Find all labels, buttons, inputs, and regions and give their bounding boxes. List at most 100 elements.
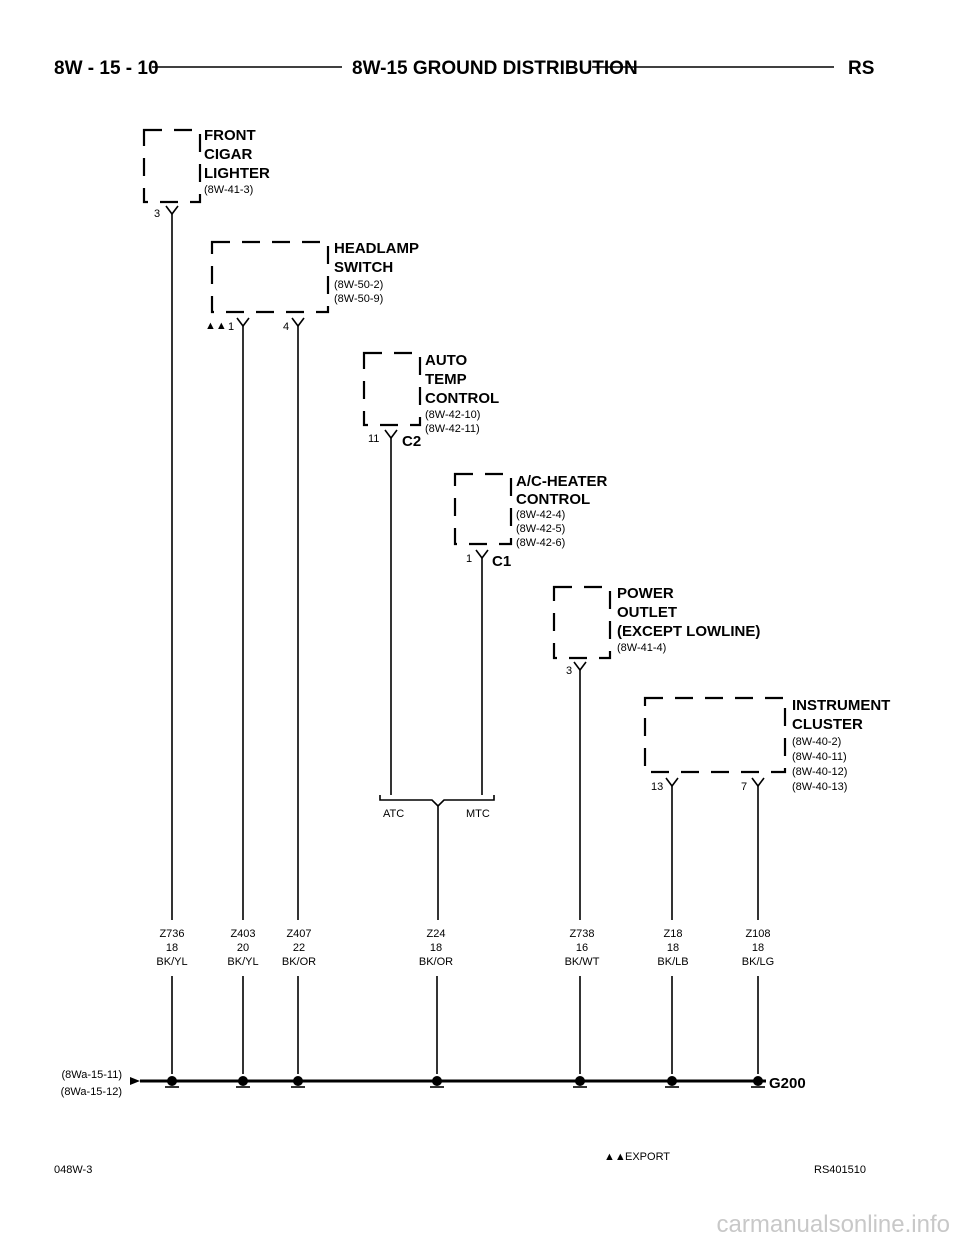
component-box: [643, 696, 787, 774]
component-title: FRONT: [204, 127, 256, 144]
wire-color: BK/LB: [657, 956, 688, 968]
wire-circuit: Z738: [569, 928, 594, 940]
component-ac-heater-control: A/C-HEATER CONTROL (8W-42-4) (8W-42-5) (…: [453, 472, 608, 570]
component-box: [362, 351, 422, 427]
off-page-arrow-icon: [130, 1077, 140, 1085]
wire-gauge: 18: [667, 942, 679, 954]
watermark: carmanualsonline.info: [717, 1211, 950, 1238]
component-title: CIGAR: [204, 146, 253, 163]
page-reference: (8W-41-3): [204, 184, 253, 196]
splice-dot-icon: [753, 1076, 763, 1086]
pin-number: 13: [651, 781, 663, 793]
pin-number: 7: [741, 781, 747, 793]
wire-runs: ATC MTC: [171, 214, 759, 920]
component-title: CONTROL: [425, 390, 499, 407]
wire-circuit: Z736: [159, 928, 184, 940]
connector-pin-icon: [384, 429, 398, 440]
pin-number: 1: [466, 553, 472, 565]
page-reference: (8W-40-2): [792, 736, 841, 748]
splice-dots: [165, 1076, 765, 1088]
page-reference: (8W-50-9): [334, 293, 383, 305]
wire-gauge: 22: [293, 942, 305, 954]
ground-reference: (8Wa-15-12): [61, 1086, 122, 1098]
connector-pin-icon: [165, 205, 179, 216]
component-title: INSTRUMENT: [792, 697, 890, 714]
page-reference: (8W-50-2): [334, 279, 383, 291]
export-symbol-icon: ▲▲: [604, 1151, 626, 1163]
connector-pin-icon: [236, 317, 250, 328]
wire-labels: Z736 18 BK/YL Z403 20 BK/YL Z407 22 BK/O…: [156, 928, 774, 968]
component-box: [142, 128, 202, 204]
wire-gauge: 16: [576, 942, 588, 954]
legend: ▲▲ EXPORT: [604, 1151, 670, 1163]
page-reference: (8W-42-10): [425, 409, 480, 421]
component-title: SWITCH: [334, 259, 393, 276]
component-title: LIGHTER: [204, 165, 270, 182]
splice-dot-icon: [432, 1076, 442, 1086]
connector-pin-icon: [573, 661, 587, 672]
model-code: RS: [848, 58, 874, 79]
legend-text: EXPORT: [625, 1151, 670, 1163]
ground-bus: (8Wa-15-11) (8Wa-15-12) G200: [61, 1069, 806, 1098]
splice-dot-icon: [575, 1076, 585, 1086]
ground-reference: (8Wa-15-11): [61, 1069, 122, 1081]
wire-circuit: Z403: [230, 928, 255, 940]
page-reference: (8W-42-11): [425, 423, 480, 435]
export-symbol-icon: ▲▲: [205, 320, 227, 332]
page-title: 8W-15 GROUND DISTRIBUTION: [352, 58, 638, 79]
document-code: RS401510: [814, 1164, 866, 1176]
wire-gauge: 18: [752, 942, 764, 954]
figure-code: 048W-3: [54, 1164, 92, 1176]
wire-circuit: Z407: [286, 928, 311, 940]
splice-label-atc: ATC: [383, 808, 404, 820]
wire-gauge: 18: [430, 942, 442, 954]
component-power-outlet: POWER OUTLET (EXCEPT LOWLINE) (8W-41-4) …: [552, 585, 760, 677]
component-title: OUTLET: [617, 604, 677, 621]
pin-number: 1: [228, 321, 234, 333]
wire-circuit: Z24: [427, 928, 446, 940]
splice-label-mtc: MTC: [466, 808, 490, 820]
connector-pin-icon: [475, 549, 489, 560]
pin-number: 11: [368, 433, 379, 445]
page-footer: 048W-3 RS401510: [54, 1164, 866, 1176]
ground-label: G200: [769, 1075, 806, 1092]
page-reference: (8W-40-11): [792, 751, 847, 763]
component-box: [552, 585, 612, 660]
component-headlamp-switch: HEADLAMP SWITCH (8W-50-2) (8W-50-9) ▲▲ 1…: [205, 240, 419, 333]
splice-dot-icon: [667, 1076, 677, 1086]
pin-number: 3: [566, 665, 572, 677]
component-title: (EXCEPT LOWLINE): [617, 623, 760, 640]
page-reference: (8W-42-5): [516, 523, 565, 535]
wire-gauge: 20: [237, 942, 249, 954]
component-title: TEMP: [425, 371, 467, 388]
component-title: CONTROL: [516, 491, 590, 508]
wire-color: BK/OR: [419, 956, 453, 968]
splice-dot-icon: [167, 1076, 177, 1086]
connector-id: C1: [492, 553, 511, 570]
wire-gauge: 18: [166, 942, 178, 954]
component-title: CLUSTER: [792, 716, 863, 733]
page-reference: (8W-40-13): [792, 781, 847, 793]
component-title: A/C-HEATER: [516, 473, 608, 490]
component-box: [210, 240, 330, 314]
page-header: 8W - 15 - 10 8W-15 GROUND DISTRIBUTION R…: [54, 58, 874, 79]
pin-number: 3: [154, 208, 160, 220]
connector-pin-icon: [751, 777, 765, 788]
component-auto-temp-control: AUTO TEMP CONTROL (8W-42-10) (8W-42-11) …: [362, 351, 499, 450]
connector-id: C2: [402, 433, 421, 450]
wire-circuit: Z108: [745, 928, 770, 940]
wire-color: BK/YL: [156, 956, 187, 968]
page-reference: (8W-42-6): [516, 537, 565, 549]
wire-color: BK/LG: [742, 956, 774, 968]
wire-runs-lower: [171, 976, 759, 1074]
page-number: 8W - 15 - 10: [54, 58, 159, 79]
page-reference: (8W-42-4): [516, 509, 565, 521]
component-title: HEADLAMP: [334, 240, 419, 257]
splice-dot-icon: [238, 1076, 248, 1086]
wire-color: BK/WT: [565, 956, 600, 968]
splice-bracket: [379, 795, 495, 808]
wire-circuit: Z18: [664, 928, 683, 940]
component-front-cigar-lighter: FRONT CIGAR LIGHTER (8W-41-3) 3: [142, 127, 270, 220]
splice-dot-icon: [293, 1076, 303, 1086]
